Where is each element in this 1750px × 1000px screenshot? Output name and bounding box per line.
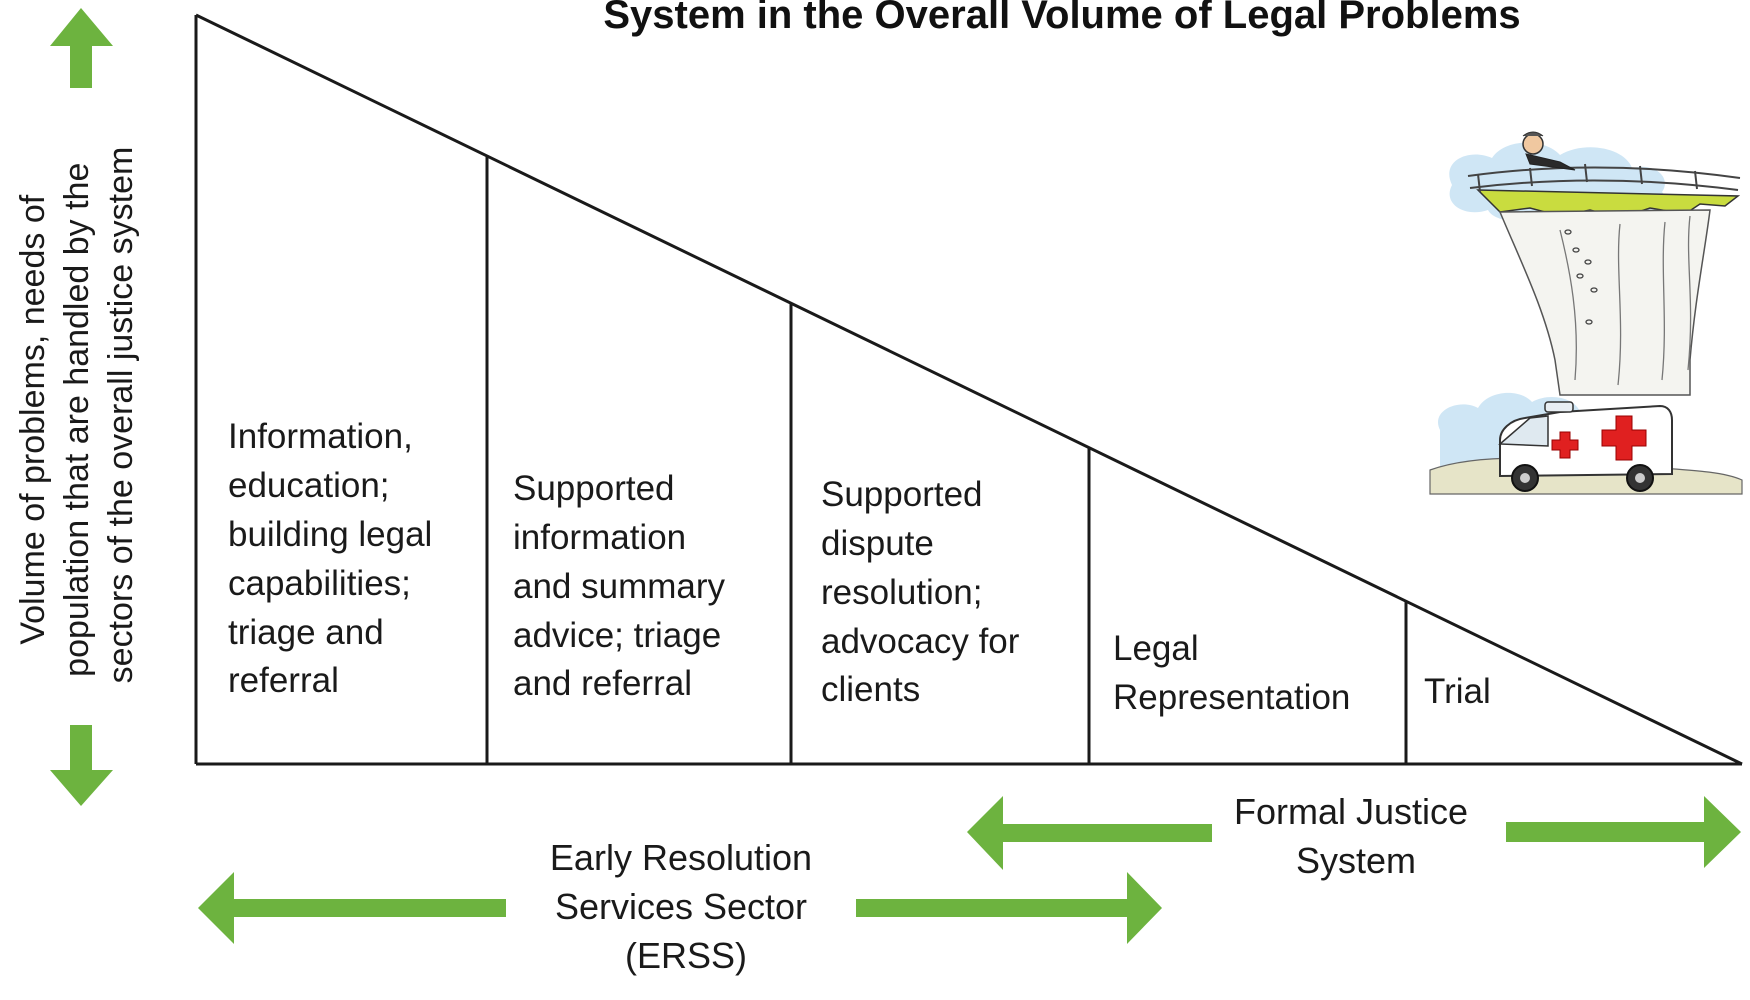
sector-label-line: triage and bbox=[228, 613, 384, 652]
sector-label-line: capabilities; bbox=[228, 564, 411, 603]
sector-label-line: referral bbox=[228, 661, 339, 700]
falling-pebbles bbox=[1564, 229, 1598, 325]
sector-label-line: information bbox=[513, 518, 686, 557]
sector-label-line: clients bbox=[821, 670, 920, 709]
sector-label-line: advocacy for bbox=[821, 622, 1020, 661]
y-axis-label-line: sectors of the overall justice system bbox=[102, 147, 140, 684]
left-arrow-icon bbox=[967, 796, 1212, 870]
sector-label-line: Representation bbox=[1113, 678, 1350, 717]
sector-label-line: Information, bbox=[228, 417, 413, 456]
triangle-hypotenuse bbox=[195, 13, 1743, 766]
y-axis-label: Volume of problems, needs of population … bbox=[14, 147, 140, 684]
volume-triangle bbox=[194, 13, 1743, 766]
sector-label-information: Information, education; building legal c… bbox=[228, 417, 442, 700]
y-axis-label-line: Volume of problems, needs of bbox=[14, 194, 52, 644]
sector-label-line: building legal bbox=[228, 515, 432, 554]
formal-justice-label: Formal Justice System bbox=[1234, 791, 1478, 881]
cliff-ambulance-illustration bbox=[1429, 131, 1743, 495]
right-arrow-icon bbox=[856, 872, 1162, 944]
cliff-cracks bbox=[1559, 215, 1692, 386]
sector-label-line: Trial bbox=[1424, 672, 1491, 711]
person-figure bbox=[1522, 131, 1576, 171]
erss-label-line: Services Sector bbox=[555, 886, 807, 927]
sector-label-line: and referral bbox=[513, 664, 692, 703]
vertical-double-arrow bbox=[50, 8, 113, 806]
diagram-title: System in the Overall Volume of Legal Pr… bbox=[603, 0, 1520, 37]
sector-label-line: dispute bbox=[821, 524, 934, 563]
cliff-face bbox=[1498, 209, 1711, 396]
railing bbox=[1467, 163, 1741, 193]
right-arrow-icon bbox=[1506, 796, 1741, 868]
sector-label-supported-advice: Supported information and summary advice… bbox=[513, 469, 735, 703]
sector-label-dispute-resolution: Supported dispute resolution; advocacy f… bbox=[821, 475, 1029, 709]
sector-label-line: Supported bbox=[821, 475, 983, 514]
erss-arrows bbox=[198, 872, 1162, 944]
y-axis-label-line: population that are handled by the bbox=[58, 163, 96, 677]
erss-label-line: Early Resolution bbox=[550, 837, 812, 878]
sector-label-line: and summary bbox=[513, 567, 726, 606]
sector-label-line: Supported bbox=[513, 469, 675, 508]
up-arrow-icon bbox=[50, 8, 113, 88]
formal-justice-arrows bbox=[967, 796, 1741, 870]
down-arrow-icon bbox=[50, 725, 113, 806]
sector-label-line: Legal bbox=[1113, 629, 1199, 668]
formal-justice-label-line: System bbox=[1296, 840, 1416, 881]
sector-label-trial: Trial bbox=[1424, 672, 1491, 711]
erss-label-line: (ERSS) bbox=[625, 935, 747, 976]
ambulance-icon bbox=[1498, 401, 1673, 492]
sector-label-line: education; bbox=[228, 466, 390, 505]
sector-label-line: resolution; bbox=[821, 573, 982, 612]
sector-label-line: advice; triage bbox=[513, 616, 721, 655]
left-arrow-icon bbox=[198, 872, 506, 944]
erss-label: Early Resolution Services Sector (ERSS) bbox=[550, 837, 822, 976]
sector-label-legal-representation: Legal Representation bbox=[1113, 629, 1350, 717]
formal-justice-label-line: Formal Justice bbox=[1234, 791, 1468, 832]
